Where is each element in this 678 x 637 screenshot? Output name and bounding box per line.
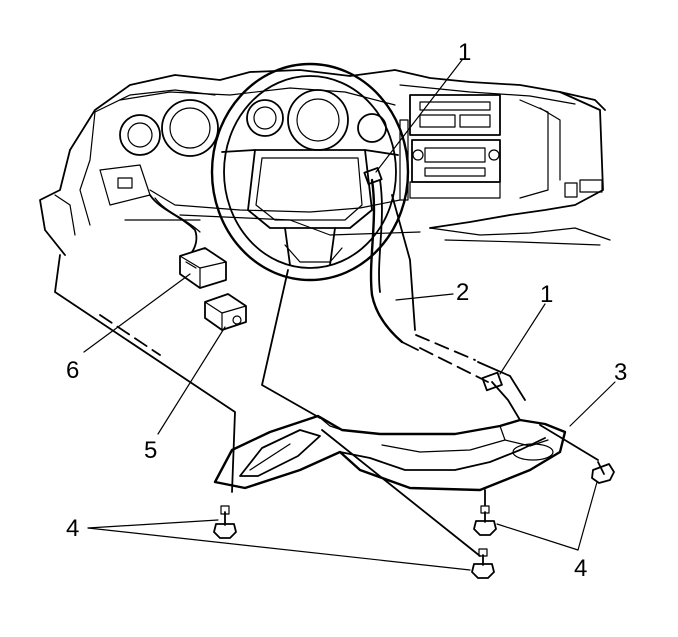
bolt-right-center <box>473 505 497 536</box>
callout-1-right: 1 <box>540 281 553 308</box>
callout-5: 5 <box>144 437 157 464</box>
callout-3: 3 <box>614 359 627 386</box>
electrical-connector <box>204 293 247 331</box>
leader-lines <box>83 59 616 571</box>
electronic-module <box>179 247 227 289</box>
callout-4-left: 4 <box>66 515 79 542</box>
bolt-far-right <box>591 461 615 484</box>
callout-1-top: 1 <box>458 39 471 66</box>
bolt-bottom-center <box>471 548 495 579</box>
callout-2: 2 <box>456 279 469 306</box>
module-pigtail <box>149 194 201 253</box>
wiring-harness <box>363 167 526 421</box>
callout-labels: 1 1 2 3 4 4 5 6 <box>66 39 627 582</box>
callout-6: 6 <box>66 357 79 384</box>
bolt-left <box>213 505 237 539</box>
callout-4-right: 4 <box>574 555 587 582</box>
knee-bolster-panel <box>213 414 567 492</box>
assembly-lines <box>54 254 599 557</box>
steering-wheel <box>210 62 410 282</box>
